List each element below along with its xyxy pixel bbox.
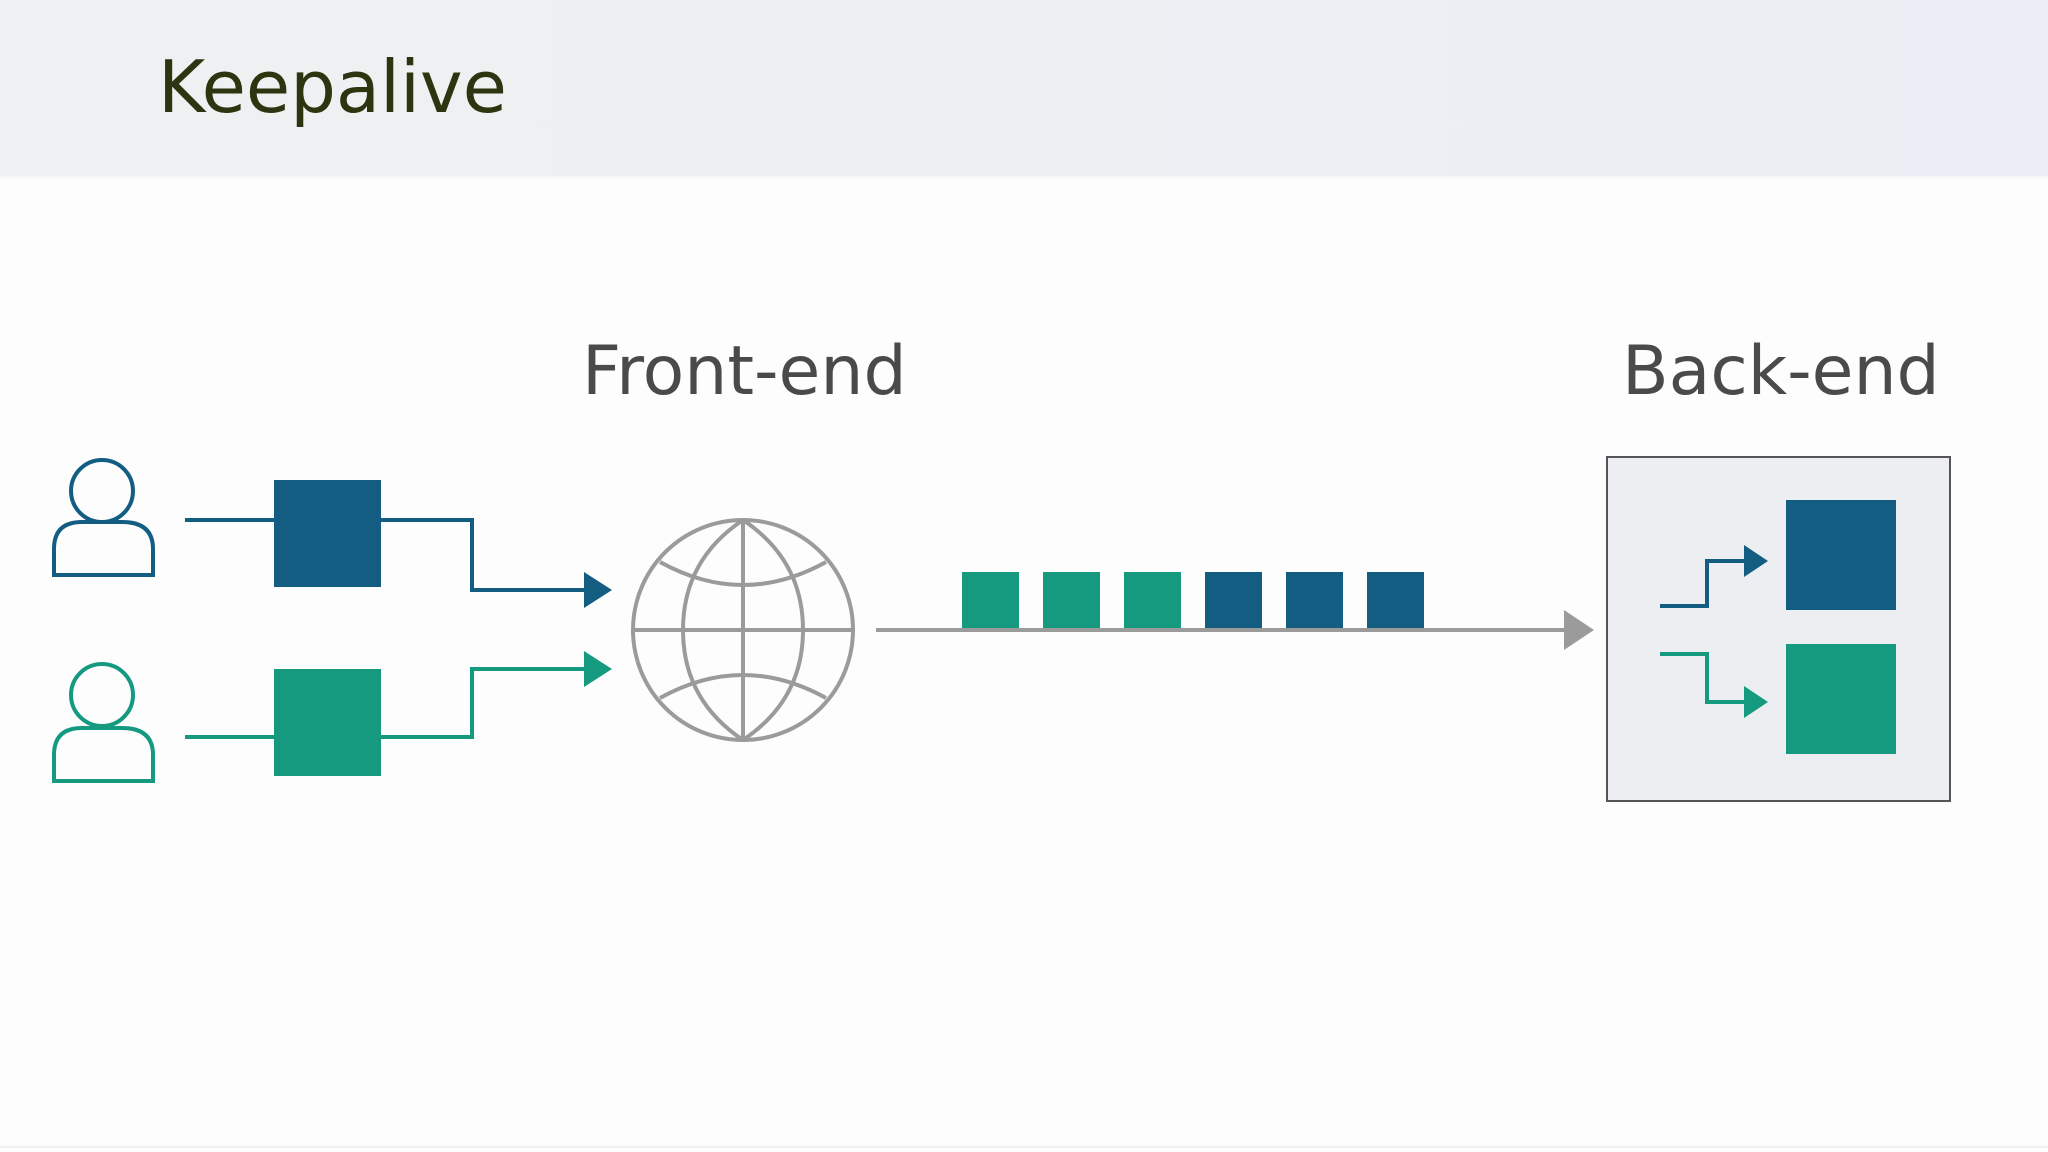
client-bottom-arrowhead xyxy=(584,651,612,687)
user-icon xyxy=(52,458,155,577)
connection-arrowhead xyxy=(1564,610,1594,650)
client-top-request-square xyxy=(274,480,381,587)
client-bottom-request-square xyxy=(274,669,381,776)
packet-blue xyxy=(1367,572,1424,628)
user-icon xyxy=(52,662,155,783)
backend-box xyxy=(1606,456,1951,802)
client-top-connector xyxy=(185,518,584,592)
client-top-arrowhead xyxy=(584,572,612,608)
backend-bottom-arrowhead xyxy=(1744,686,1768,718)
backend-top-arrowhead xyxy=(1744,545,1768,577)
backend-top-connector xyxy=(1660,559,1746,608)
client-bottom xyxy=(52,651,612,783)
packet-teal xyxy=(1043,572,1100,628)
packet-blue xyxy=(1286,572,1343,628)
frontend-label: Front-end xyxy=(582,332,907,411)
backend-bottom-connector xyxy=(1660,652,1746,704)
backend-container xyxy=(1606,456,1951,802)
persistent-connection xyxy=(876,572,1594,650)
packet-teal xyxy=(1124,572,1181,628)
globe-icon xyxy=(631,518,855,742)
backend-bottom-square xyxy=(1786,644,1896,754)
client-bottom-connector xyxy=(185,667,584,739)
title-band: Keepalive xyxy=(0,0,2048,179)
backend-label: Back-end xyxy=(1622,332,1940,411)
slide-title: Keepalive xyxy=(158,45,507,129)
packet-blue xyxy=(1205,572,1262,628)
packet-stream xyxy=(962,572,1424,628)
client-top xyxy=(52,458,612,608)
bottom-rule xyxy=(0,1146,2048,1148)
packet-teal xyxy=(962,572,1019,628)
backend-top-square xyxy=(1786,500,1896,610)
